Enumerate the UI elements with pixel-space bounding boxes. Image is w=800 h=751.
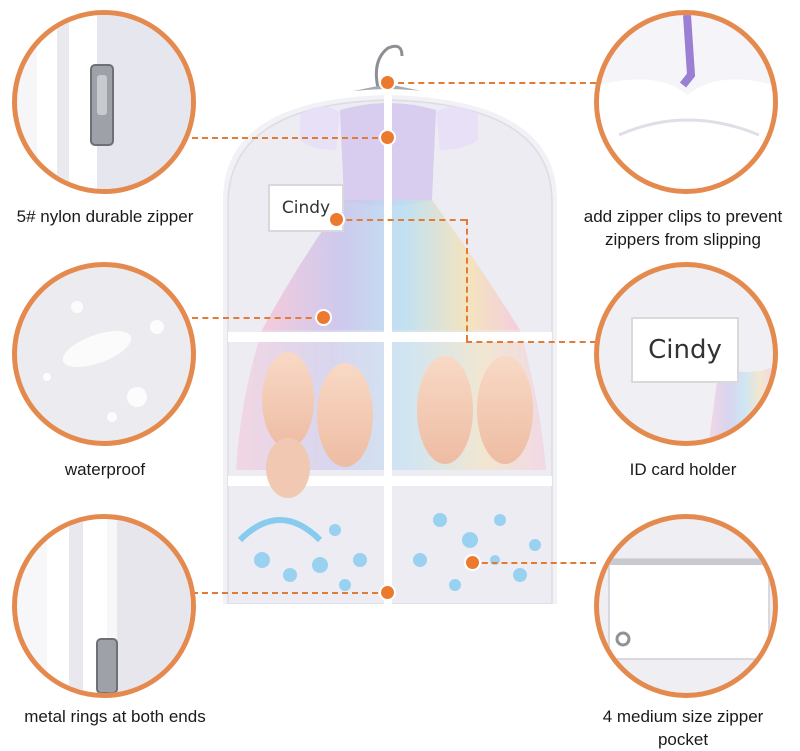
connector-rings [192,592,388,594]
detail-waterproof-circle [12,262,196,446]
detail-clips-circle [594,10,778,194]
detail-pocket-circle [594,514,778,698]
detail-id-card-text: Cindy [648,335,722,365]
caption-id-holder: ID card holder [629,460,737,479]
caption-zipper: 5# nylon durable zipper [16,207,194,226]
detail-rings-circle [12,514,196,698]
detail-id-circle: Cindy [594,262,778,446]
connector-pocket [472,562,596,564]
marker-dot-waterproof [317,311,330,324]
marker-dot-id [330,213,343,226]
bag-id-card-text: Cindy [281,198,331,218]
marker-dot-rings [381,586,394,599]
marker-dot-hook [381,76,394,89]
detail-zipper-circle [12,10,196,194]
connector-id-vertical [466,219,468,341]
connector-id-to-circle [466,341,596,343]
connector-clips [388,82,596,84]
detail-id-card: Cindy [631,317,739,383]
connector-id-horizontal [336,219,466,221]
marker-dot-zipper [381,131,394,144]
marker-dot-pocket [466,556,479,569]
connector-waterproof [192,317,322,319]
caption-pocket: 4 medium size zipper pocket [602,707,764,749]
connector-zipper [192,137,388,139]
caption-clips: add zipper clips to prevent zippers from… [583,207,783,249]
caption-waterproof: waterproof [64,460,146,479]
caption-rings: metal rings at both ends [24,707,206,726]
